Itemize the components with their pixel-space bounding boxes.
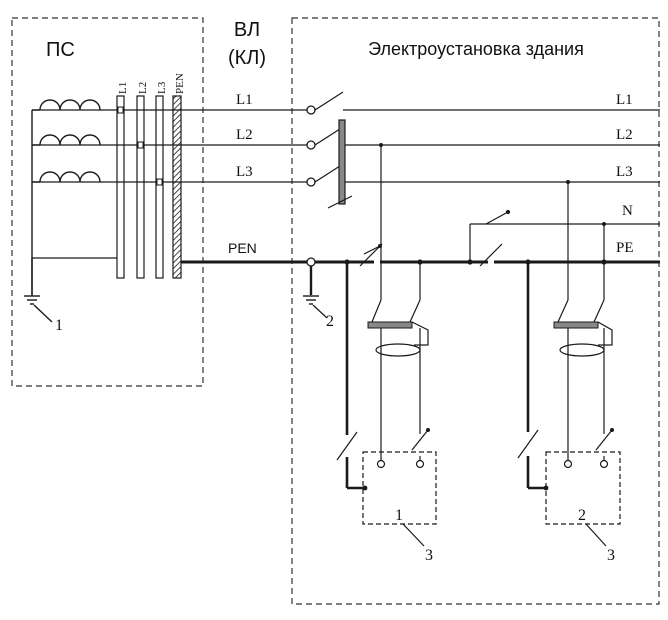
line-l2-label: L2 bbox=[236, 127, 253, 143]
bus-bars bbox=[116, 95, 182, 279]
ground-2-label: 2 bbox=[326, 313, 334, 330]
junction-dots bbox=[344, 143, 607, 265]
pe-bus bbox=[315, 243, 660, 267]
line-l1-label: L1 bbox=[236, 92, 253, 108]
building-ground-symbol bbox=[303, 266, 328, 319]
phase-conductors bbox=[32, 109, 307, 259]
load-2-label: 2 bbox=[578, 507, 586, 524]
out-n-label: N bbox=[622, 203, 633, 219]
load-1-branch bbox=[336, 145, 437, 547]
main-switch bbox=[314, 91, 660, 209]
line-type-alt-label: (КЛ) bbox=[228, 47, 266, 69]
out-l1-label: L1 bbox=[616, 92, 633, 108]
bus-l2-label: L2 bbox=[137, 82, 149, 94]
bus-pen-label: PEN bbox=[174, 73, 186, 94]
line-type-label: ВЛ bbox=[234, 19, 260, 41]
load-1-label: 1 bbox=[395, 507, 403, 524]
bus-l1-label: L1 bbox=[117, 82, 129, 94]
bus-l3-label: L3 bbox=[156, 81, 168, 94]
input-terminals bbox=[306, 105, 316, 267]
callout-3b-label: 3 bbox=[607, 547, 615, 564]
out-l3-label: L3 bbox=[616, 164, 633, 180]
ground-1-label: 1 bbox=[55, 317, 63, 334]
building-boundary bbox=[291, 17, 660, 605]
substation-label: ПС bbox=[46, 39, 75, 61]
building-label: Электроустановка здания bbox=[368, 39, 584, 59]
substation-boundary bbox=[11, 17, 204, 387]
bus-junctions bbox=[117, 106, 163, 186]
line-l3-label: L3 bbox=[236, 164, 253, 180]
substation-ground-symbol bbox=[24, 258, 53, 323]
out-l2-label: L2 bbox=[616, 127, 633, 143]
pe-break-marks bbox=[363, 244, 383, 255]
n-conductor bbox=[469, 209, 660, 262]
line-pen-label: PEN bbox=[228, 240, 257, 256]
callout-3a-label: 3 bbox=[425, 547, 433, 564]
load-2-branch bbox=[517, 182, 621, 547]
transformer-windings bbox=[31, 99, 101, 295]
out-pe-label: PE bbox=[616, 240, 634, 256]
